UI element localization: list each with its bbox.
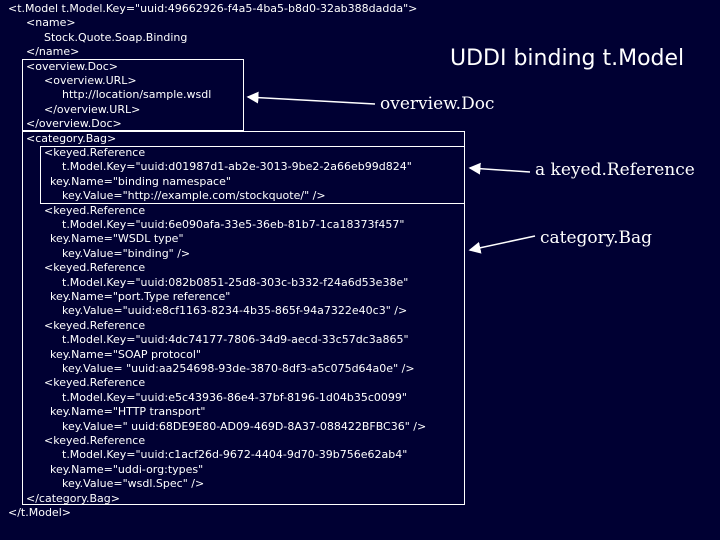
code-line-15: <keyed.Reference [44,204,146,217]
keyed-reference-arrow [468,162,531,175]
code-line-14: key.Value="http://example.com/stockquote… [62,189,326,202]
keyed-reference-label: a keyed.Reference [535,160,695,180]
category-bag-arrow [468,235,536,254]
code-line-28: t.Model.Key="uuid:e5c43936-86e4-37bf-819… [62,391,407,404]
code-line-18: key.Value="binding" /> [62,247,191,260]
code-line-11: <keyed.Reference [44,146,146,159]
code-line-22: key.Value="uuid:e8cf1163-8234-4b35-865f-… [62,304,408,317]
code-line-3: Stock.Quote.Soap.Binding [44,31,188,44]
slide-title: UDDI binding t.Model [450,46,685,71]
overview-doc-label: overview.Doc [380,94,495,114]
code-line-9: </overview.Doc> [26,117,122,130]
category-bag-label: category.Bag [540,228,653,248]
code-line-33: key.Name="uddi-org:types" [50,463,204,476]
code-line-31: <keyed.Reference [44,434,146,447]
code-line-25: key.Name="SOAP protocol" [50,348,201,361]
code-line-8: </overview.URL> [44,103,141,116]
code-line-24: t.Model.Key="uuid:4dc74177-7806-34d9-aec… [62,333,409,346]
code-line-10: <category.Bag> [26,132,117,145]
code-line-30: key.Value=" uuid:68DE9E80-AD09-469D-8A37… [62,420,427,433]
code-line-23: <keyed.Reference [44,319,146,332]
code-line-1: <t.Model t.Model.Key="uuid:49662926-f4a5… [8,2,418,15]
code-line-21: key.Name="port.Type reference" [50,290,231,303]
code-line-27: <keyed.Reference [44,376,146,389]
overview-doc-box [22,59,244,131]
code-line-5: <overview.Doc> [26,60,119,73]
keyed-reference-box [40,146,465,204]
code-line-35: </category.Bag> [26,492,120,505]
code-line-12: t.Model.Key="uuid:d01987d1-ab2e-3013-9be… [62,160,412,173]
code-line-16: t.Model.Key="uuid:6e090afa-33e5-36eb-81b… [62,218,405,231]
category-bag-box [22,131,465,505]
code-line-2: <name> [26,16,76,29]
overview-doc-arrow [246,91,376,105]
tmodel-xml-listing: <t.Model t.Model.Key="uuid:49662926-f4a5… [0,0,426,533]
code-line-32: t.Model.Key="uuid:c1acf26d-9672-4404-9d7… [62,448,408,461]
code-line-17: key.Name="WSDL type" [50,232,184,245]
code-line-19: <keyed.Reference [44,261,146,274]
code-line-13: key.Name="binding namespace" [50,175,231,188]
code-line-36: </t.Model> [8,506,71,519]
code-line-4: </name> [26,45,80,58]
code-line-20: t.Model.Key="uuid:082b0851-25d8-303c-b33… [62,276,409,289]
code-line-29: key.Name="HTTP transport" [50,405,206,418]
code-line-34: key.Value="wsdl.Spec" /> [62,477,205,490]
code-line-6: <overview.URL> [44,74,137,87]
code-line-7: http://location/sample.wsdl [62,88,212,101]
code-line-26: key.Value= "uuid:aa254698-93de-3870-8df3… [62,362,415,375]
